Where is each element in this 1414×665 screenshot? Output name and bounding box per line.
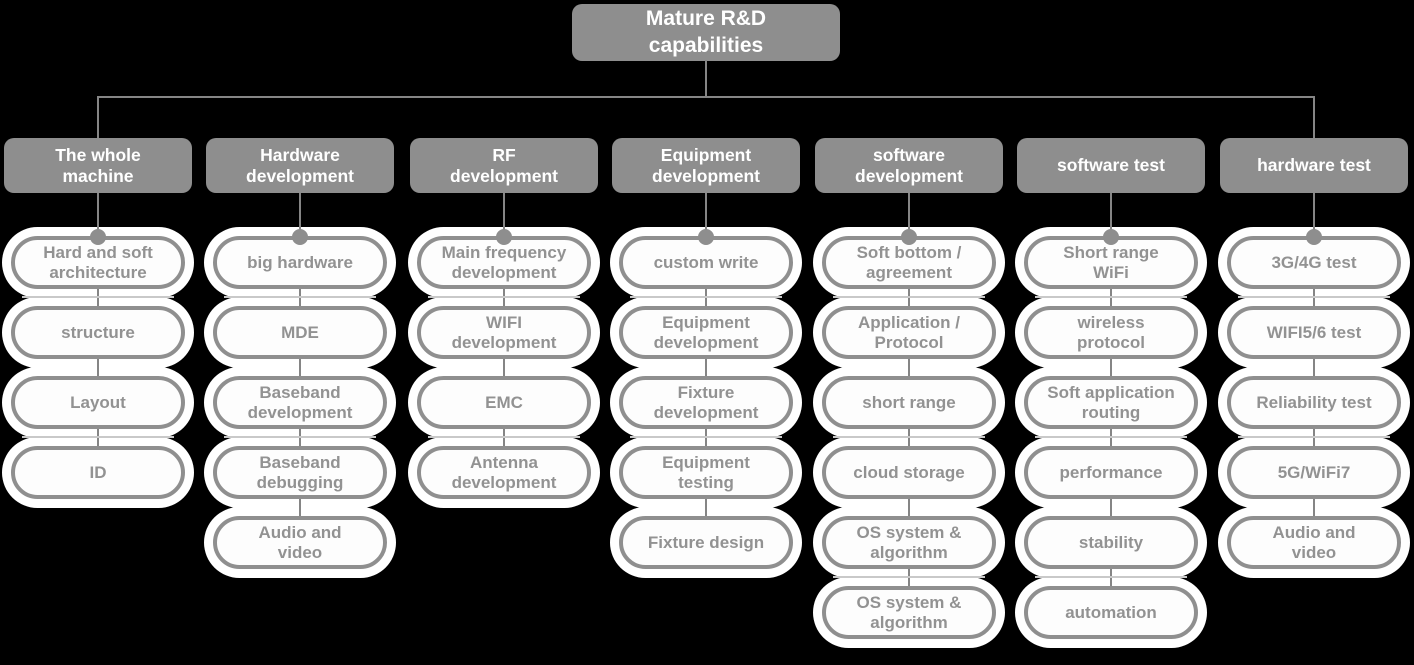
connector-dot: [496, 229, 512, 245]
pill-gap-connector: [612, 359, 800, 376]
connector-dot: [1306, 229, 1322, 245]
pill-gap-connector: [410, 289, 598, 306]
leaf-node: ID: [11, 446, 185, 499]
pill-gap-connector: [206, 359, 394, 376]
leaf-node: Equipment testing: [619, 446, 793, 499]
pill-gap-connector: [815, 499, 1003, 516]
branch-header: software development: [815, 138, 1003, 193]
leaf-node: Application / Protocol: [822, 306, 996, 359]
branch-column-equipment-development: Equipment development custom write Equip…: [612, 138, 800, 569]
leaf-node: OS system & algorithm: [822, 516, 996, 569]
leaf-node: WIFI development: [417, 306, 591, 359]
leaf-node: Antenna development: [417, 446, 591, 499]
pill-gap-connector: [410, 429, 598, 446]
pill-gap-connector: [815, 359, 1003, 376]
header-stem-connector: [1220, 193, 1408, 245]
header-stem-connector: [410, 193, 598, 245]
leaf-node: Layout: [11, 376, 185, 429]
leaf-node: Audio and video: [213, 516, 387, 569]
leaf-node: performance: [1024, 446, 1198, 499]
pill-gap-connector: [815, 429, 1003, 446]
pill-gap-connector: [206, 499, 394, 516]
leaf-node: Fixture design: [619, 516, 793, 569]
connector-dot: [90, 229, 106, 245]
pill-gap-connector: [1220, 499, 1408, 516]
branch-column-whole-machine: The whole machine Hard and soft architec…: [4, 138, 192, 499]
header-stem-connector: [4, 193, 192, 245]
leaf-node: big hardware: [213, 236, 387, 289]
root-stem-line: [705, 60, 707, 98]
pill-gap-connector: [1017, 569, 1205, 586]
header-stem-connector: [815, 193, 1003, 245]
branch-header: Equipment development: [612, 138, 800, 193]
branch-column-hardware-test: hardware test 3G/4G test WIFI5/6 test Re…: [1220, 138, 1408, 569]
pill-gap-connector: [815, 569, 1003, 586]
leaf-node: stability: [1024, 516, 1198, 569]
leaf-node: WIFI5/6 test: [1227, 306, 1401, 359]
branch-header: hardware test: [1220, 138, 1408, 193]
pill-gap-connector: [1220, 429, 1408, 446]
leaf-node: Baseband debugging: [213, 446, 387, 499]
rail-drop-right: [1313, 96, 1315, 139]
pill-gap-connector: [4, 289, 192, 306]
leaf-node: short range: [822, 376, 996, 429]
header-stem-connector: [612, 193, 800, 245]
leaf-node: automation: [1024, 586, 1198, 639]
root-node: Mature R&D capabilities: [572, 4, 840, 61]
pill-gap-connector: [4, 429, 192, 446]
pill-gap-connector: [410, 359, 598, 376]
pill-gap-connector: [206, 289, 394, 306]
branch-column-rf-development: RF development Main frequency developmen…: [410, 138, 598, 499]
branch-column-software-test: software test Short range WiFi wireless …: [1017, 138, 1205, 639]
branch-header: The whole machine: [4, 138, 192, 193]
pill-gap-connector: [1220, 359, 1408, 376]
leaf-node: wireless protocol: [1024, 306, 1198, 359]
connector-dot: [901, 229, 917, 245]
leaf-node: Fixture development: [619, 376, 793, 429]
pill-gap-connector: [1017, 289, 1205, 306]
rail-drop-left: [97, 96, 99, 139]
pill-gap-connector: [1017, 429, 1205, 446]
pill-gap-connector: [612, 499, 800, 516]
pill-gap-connector: [612, 429, 800, 446]
pill-gap-connector: [206, 429, 394, 446]
leaf-node: Reliability test: [1227, 376, 1401, 429]
connector-dot: [292, 229, 308, 245]
leaf-node: Equipment development: [619, 306, 793, 359]
header-stem-connector: [1017, 193, 1205, 245]
leaf-node: Baseband development: [213, 376, 387, 429]
leaf-node: Soft application routing: [1024, 376, 1198, 429]
leaf-node: MDE: [213, 306, 387, 359]
pill-gap-connector: [815, 289, 1003, 306]
pill-gap-connector: [4, 359, 192, 376]
connector-dot: [698, 229, 714, 245]
leaf-node: Audio and video: [1227, 516, 1401, 569]
leaf-node: cloud storage: [822, 446, 996, 499]
pill-gap-connector: [1017, 499, 1205, 516]
pill-gap-connector: [1017, 359, 1205, 376]
branch-header: RF development: [410, 138, 598, 193]
leaf-node: EMC: [417, 376, 591, 429]
branch-header: Hardware development: [206, 138, 394, 193]
branch-column-hardware-development: Hardware development big hardware MDE Ba…: [206, 138, 394, 569]
branch-header: software test: [1017, 138, 1205, 193]
connector-rail: [97, 96, 1315, 98]
leaf-node: structure: [11, 306, 185, 359]
pill-gap-connector: [612, 289, 800, 306]
connector-dot: [1103, 229, 1119, 245]
header-stem-connector: [206, 193, 394, 245]
branch-column-software-development: software development Soft bottom / agree…: [815, 138, 1003, 639]
leaf-node: 5G/WiFi7: [1227, 446, 1401, 499]
leaf-node: 3G/4G test: [1227, 236, 1401, 289]
pill-gap-connector: [1220, 289, 1408, 306]
leaf-node: OS system & algorithm: [822, 586, 996, 639]
